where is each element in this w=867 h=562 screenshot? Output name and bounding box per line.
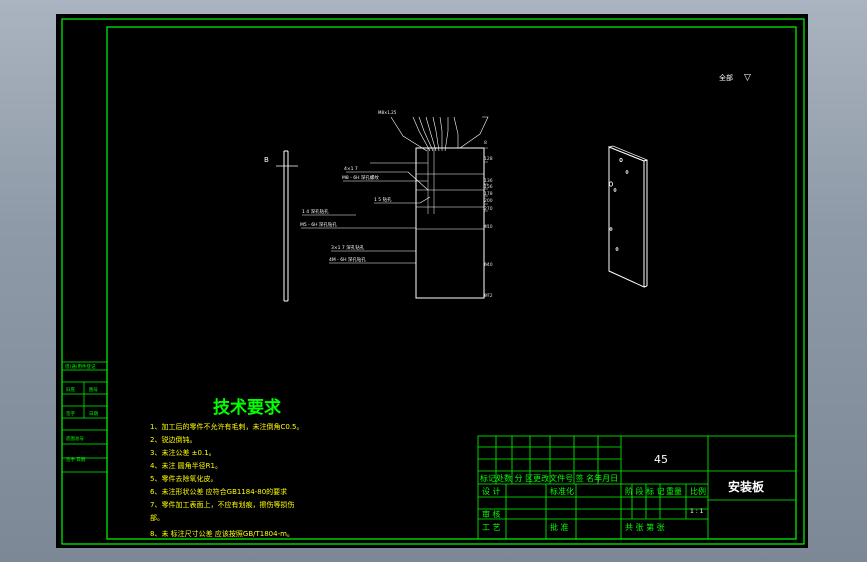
part-name: 安装板 [728,479,765,494]
sheets-label: 共 张 第 张 [625,522,665,532]
dim-label-2: 4×1 7 [344,166,358,172]
front-view [415,147,485,299]
left-table-row3b: 日期 [89,411,98,417]
dim-value: 200 [484,198,493,204]
dim-label-8: 4M - 6H 深孔钻孔 [329,256,366,263]
roughness-symbol: ▽ [744,73,751,83]
dim-value: 872 [484,293,493,299]
dimension-values: 8 128 136 156 178 200 270 410 640 872 [484,140,493,299]
tech-req-item: 3、未注公差 ±0.1。 [150,448,216,457]
tech-req-item: 7、零件加工表面上，不应有划痕，擦伤等损伤 [150,500,294,509]
tech-req-item: 部。 [150,513,164,522]
tech-req-title: 技术要求 [213,397,281,418]
process-label: 工 艺 [482,523,501,532]
dim-value: 270 [484,206,493,212]
designer-label: 设 计 [482,486,501,496]
approve-label: 批 准 [550,522,569,532]
dimension-extensions [484,147,488,296]
dim-label-6: M5 - 6H 深孔钻孔 [300,221,337,228]
tech-req-item: 4、未注 圆角半径R1。 [150,461,222,470]
dim-value: 156 [484,184,493,190]
tech-req-item: 8、未 标注尺寸公差 应该按照GB/T1804-m。 [150,529,294,538]
dim-value: 128 [484,156,493,162]
technical-requirements: 技术要求 1、加工后的零件不允许有毛刺，未注倒角C0.5。 2、锐边倒钝。 3、… [150,397,303,538]
left-table-row4: 底图总号 [66,435,84,442]
side-profile-view [276,150,298,302]
isometric-plate [607,145,649,288]
scale-value: 1 : 1 [690,508,704,515]
dim-label-5: 1 4 深孔钻孔 [302,208,329,215]
dim-label-top: M8×1.25 [378,110,397,115]
reviewer-label: 审 核 [482,509,501,519]
left-table-row1: 借(通)用件登记 [65,363,96,370]
left-side-table: 借(通)用件登记 旧底 图号 签字 日期 底图总号 签字 日期 [62,361,107,473]
inner-frame [106,26,797,540]
dim-label-7: 3×1 7 深孔钻孔 [331,244,365,251]
dim-value: 136 [484,178,493,184]
dim-label-4: 1 5 钻孔 [374,196,392,203]
tech-req-item: 5、零件去除氧化皮。 [150,474,217,483]
standardize-label: 标准化 [550,486,574,496]
title-block: 45 安装板 标记处数 分 区更改文件号 签 名年月日 设 计 标准化 阶 段 … [477,435,797,540]
leader-lines [301,116,489,264]
left-table-row2b: 图号 [89,387,98,393]
dim-label-3: M8 - 6H 深孔螺纹 [342,174,379,181]
dim-value: 8 [484,140,487,146]
tech-req-item: 1、加工后的零件不允许有毛刺，未注倒角C0.5。 [150,422,303,431]
weight-label: 重量 [666,486,682,496]
tech-req-item: 6、未注形状公差 应符合GB1184-80的要求 [150,487,287,496]
material-label: 45 [654,453,668,466]
section-mark: B [264,156,269,164]
dim-value: 178 [484,191,493,197]
left-table-row5: 签字 日期 [66,456,86,463]
cad-drawing: 全部 ▽ B [61,18,805,545]
left-table-row2a: 旧底 [66,386,75,393]
drawing-sheet: 全部 ▽ B [56,14,808,548]
revision-header: 标记处数 分 区更改文件号 签 名年月日 [480,473,618,483]
tech-req-item: 2、锐边倒钝。 [150,435,196,444]
stage-label: 阶 段 标 记 [625,486,665,496]
dim-value: 410 [484,224,493,230]
scale-label: 比例 [690,486,706,496]
left-table-row3a: 签字 [66,410,75,417]
outer-frame [61,18,805,545]
roughness-label: 全部 [719,73,733,82]
dim-value: 640 [484,262,493,268]
